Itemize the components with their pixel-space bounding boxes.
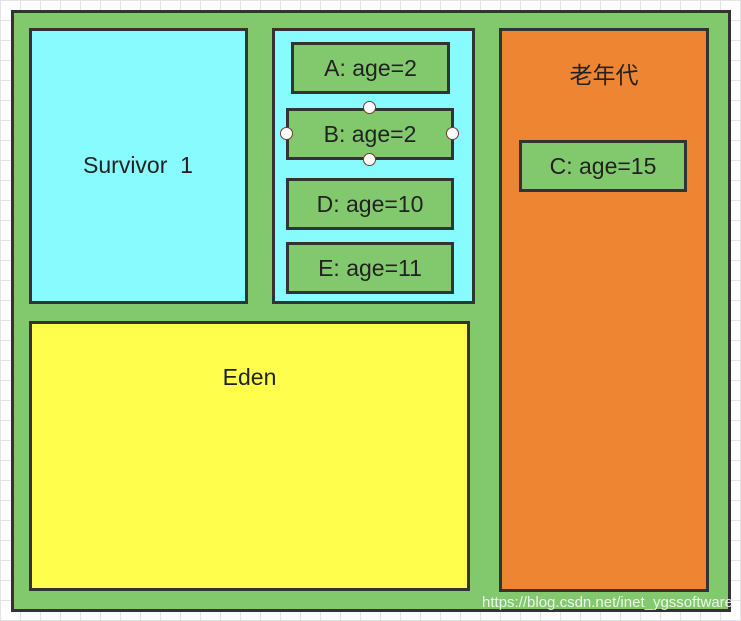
- resize-handle-right[interactable]: [446, 127, 459, 140]
- watermark: https://blog.csdn.net/inet_ygssoftware: [482, 594, 733, 611]
- object-b-label: B: age=2: [323, 120, 417, 147]
- object-e[interactable]: E: age=11: [286, 242, 454, 294]
- eden-label: Eden: [222, 364, 277, 390]
- object-a[interactable]: A: age=2: [291, 42, 450, 94]
- eden-region: [29, 321, 470, 591]
- object-a-label: A: age=2: [324, 54, 417, 81]
- old-gen-region: [499, 28, 709, 592]
- object-e-label: E: age=11: [318, 254, 422, 281]
- object-d[interactable]: D: age=10: [286, 178, 454, 230]
- object-c-label: C: age=15: [549, 152, 657, 179]
- resize-handle-top[interactable]: [363, 101, 376, 114]
- survivor1-label: Survivor 1: [83, 152, 193, 178]
- resize-handle-bottom[interactable]: [363, 153, 376, 166]
- object-d-label: D: age=10: [316, 190, 424, 217]
- object-c[interactable]: C: age=15: [519, 140, 687, 192]
- old-gen-label: 老年代: [569, 62, 639, 88]
- resize-handle-left[interactable]: [280, 127, 293, 140]
- survivor1-region: [29, 28, 248, 304]
